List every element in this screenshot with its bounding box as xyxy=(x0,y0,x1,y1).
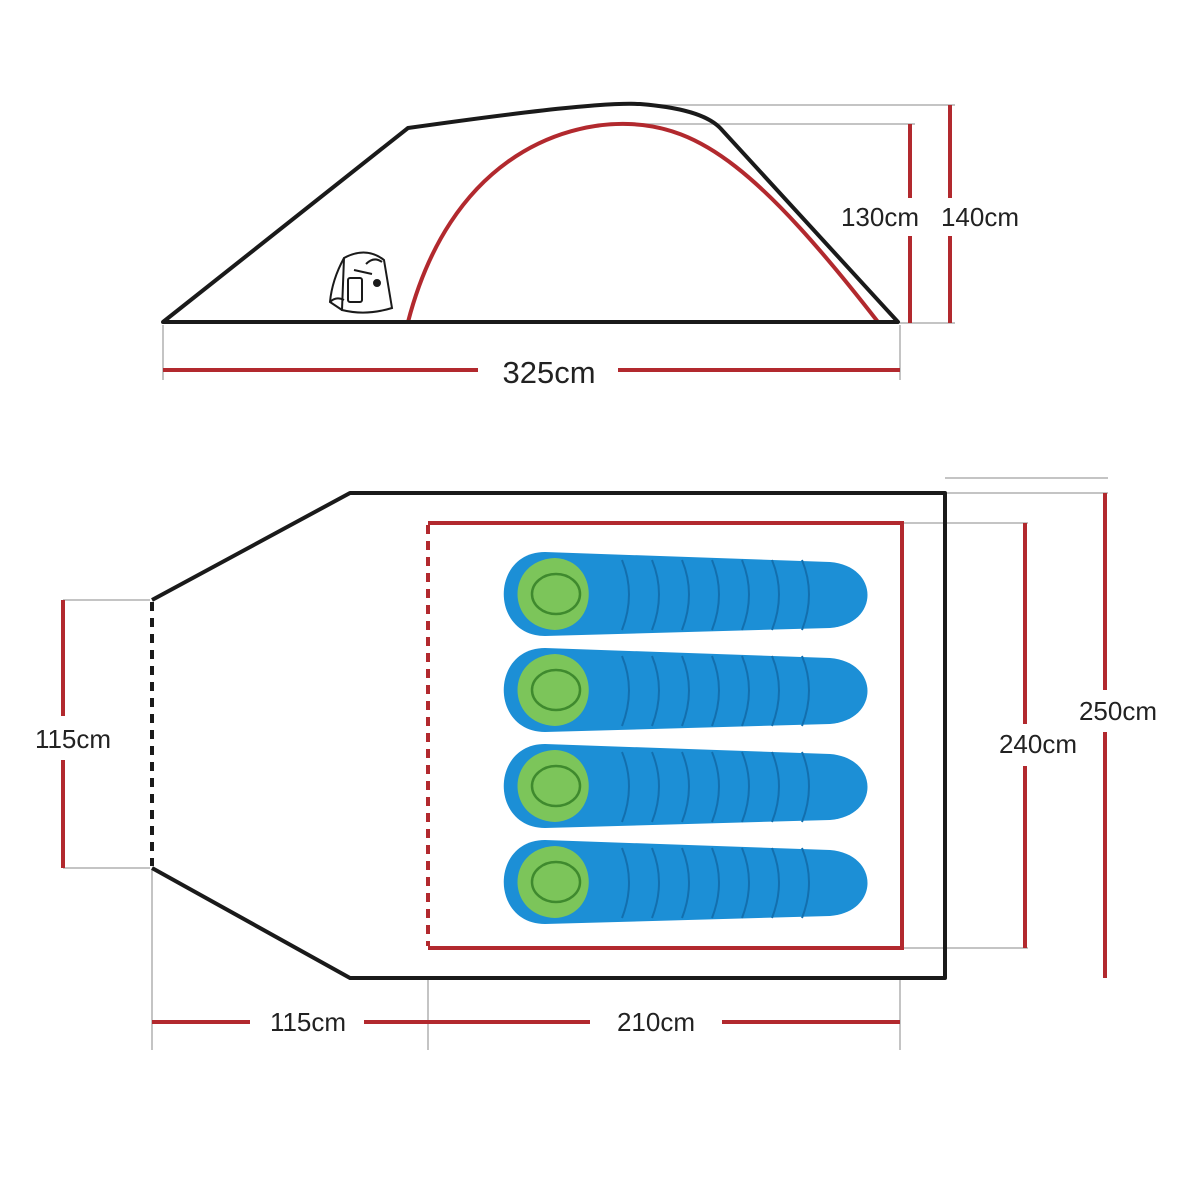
sleeping-bag-opening xyxy=(530,668,582,712)
sleeping-bag-hood xyxy=(517,846,589,918)
sleeping-bag-seam xyxy=(621,847,630,919)
vestibule-opening-label: 115cm xyxy=(35,724,111,754)
sleeping-bag-seam xyxy=(801,847,810,919)
sleeping-bag-seam xyxy=(681,559,690,631)
sleeping-bag-seam xyxy=(621,751,630,823)
sleeping-bag-hood xyxy=(517,750,589,822)
backpack-icon xyxy=(328,251,394,314)
sleeping-bag-seam xyxy=(711,751,720,823)
outer-footprint-outline xyxy=(151,491,947,980)
sleeping-bag-seam xyxy=(741,559,750,631)
inner-height-label: 130cm xyxy=(841,202,919,232)
sleeping-bag-seam xyxy=(741,655,750,727)
sleeping-bag-seam xyxy=(651,559,660,631)
sleeping-bag-seam xyxy=(771,847,780,919)
label-backdrop xyxy=(832,198,1028,236)
outer-height-label: 140cm xyxy=(941,202,1019,232)
sleeping-bag-seam xyxy=(771,559,780,631)
sleeping-bag-hood xyxy=(517,654,589,726)
sleeping-bag-hood xyxy=(517,558,589,630)
sleeping-bag-seam xyxy=(801,751,810,823)
sleeping-bags xyxy=(503,552,868,924)
sleeping-bag-seam xyxy=(651,655,660,727)
sleeping-bag-seam xyxy=(621,559,630,631)
sleeping-bag-seam xyxy=(741,751,750,823)
sleeping-bag-seam xyxy=(711,655,720,727)
sleeping-bag-opening xyxy=(530,572,582,616)
sleeping-bag-opening xyxy=(530,860,582,904)
sleeping-bag-icon xyxy=(503,744,868,828)
sleeping-bag-icon xyxy=(503,648,868,732)
inner-width-label: 240cm xyxy=(999,729,1077,759)
inner-length-label: 210cm xyxy=(617,1007,695,1037)
inner-tent-outline xyxy=(428,521,904,950)
sleeping-bag-seam xyxy=(681,847,690,919)
sleeping-bag-seam xyxy=(681,655,690,727)
sleeping-bag-seam xyxy=(621,655,630,727)
sleeping-bag-seam xyxy=(801,655,810,727)
sleeping-bag-icon xyxy=(503,552,868,636)
length-label: 325cm xyxy=(502,355,595,390)
side-view: 325cm 130cm 140cm xyxy=(161,101,1028,390)
sleeping-bag-seam xyxy=(651,847,660,919)
sleeping-bag-seam xyxy=(651,751,660,823)
sleeping-bag-seam xyxy=(711,847,720,919)
sleeping-bag-seam xyxy=(681,751,690,823)
sleeping-bag-icon xyxy=(503,840,868,924)
sleeping-bag-seam xyxy=(771,655,780,727)
outer-width-label: 250cm xyxy=(1079,696,1157,726)
tent-side-outline xyxy=(161,101,900,324)
sleeping-bag-opening xyxy=(530,764,582,808)
inner-tent-pole xyxy=(406,121,880,324)
sleeping-bag-seam xyxy=(741,847,750,919)
sleeping-bag-seam xyxy=(771,751,780,823)
sleeping-bag-seam xyxy=(711,559,720,631)
vestibule-depth-label: 115cm xyxy=(270,1007,346,1037)
floor-plan: 115cm 115cm 210cm 240cm 250cm xyxy=(35,477,1157,1050)
sleeping-bag-seam xyxy=(801,559,810,631)
